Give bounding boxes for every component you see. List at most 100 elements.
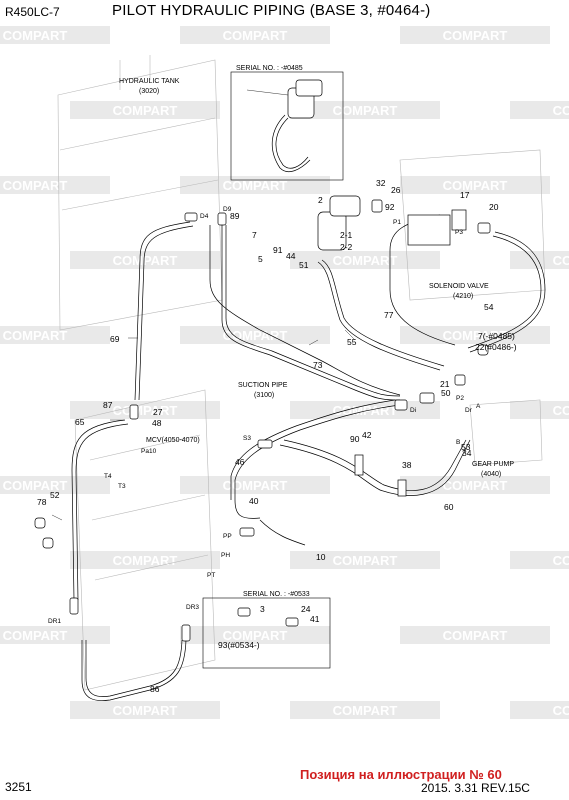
watermark-text: COMPART — [113, 553, 178, 568]
watermark-band — [400, 26, 550, 44]
port-label: B — [456, 439, 460, 446]
watermark-text: COMPART — [553, 253, 569, 268]
callout: 73 — [313, 360, 323, 370]
port-label: A — [476, 403, 481, 410]
callout: 2-1 — [340, 230, 353, 240]
port-label: DR3 — [186, 604, 199, 611]
watermark-band — [70, 401, 220, 419]
caption-solenoid-valve-ref: (4210) — [453, 293, 473, 300]
callout: 87 — [103, 400, 113, 410]
watermark-band — [290, 701, 440, 719]
callout: 92 — [385, 202, 395, 212]
callout: 77 — [384, 310, 394, 320]
callout: 17 — [460, 190, 470, 200]
serial-box-bottom — [202, 597, 331, 669]
watermark-text: COMPART — [553, 553, 569, 568]
callout: 91 — [273, 245, 283, 255]
caption-suction-pipe-ref: (3100) — [254, 392, 274, 399]
watermark-text: COMPART — [443, 478, 508, 493]
watermark-band — [400, 176, 550, 194]
watermark-band — [290, 551, 440, 569]
port-label: P2 — [456, 395, 464, 402]
watermark-text: COMPART — [3, 328, 68, 343]
callout: 54 — [484, 302, 494, 312]
watermark-band — [180, 326, 330, 344]
callout: 2 — [318, 195, 323, 205]
callout: 89 — [230, 211, 240, 221]
watermark-text: COMPART — [553, 103, 569, 118]
callout: 10 — [316, 552, 326, 562]
watermark-band — [0, 476, 110, 494]
callout: 90 — [350, 434, 360, 444]
callout: 78 — [37, 497, 47, 507]
caption-serial-top: SERIAL NO. : -#0485 — [236, 65, 303, 72]
callout: 34 — [462, 448, 472, 458]
watermark-text: COMPART — [443, 178, 508, 193]
port-label: Dr — [465, 407, 473, 414]
watermark-text: COMPART — [333, 103, 398, 118]
note-item-93: 93(#0534-) — [218, 640, 260, 650]
callout: 5 — [258, 254, 263, 264]
watermark-text: COMPART — [223, 28, 288, 43]
machine-outline — [57, 55, 546, 691]
callout: 41 — [310, 614, 320, 624]
callout: 53 — [461, 442, 471, 452]
note-item-22: 22(#0486-) — [475, 342, 517, 352]
watermark-text: COMPART — [113, 403, 178, 418]
callout: 65 — [75, 417, 85, 427]
watermark-band — [180, 26, 330, 44]
watermark-text: COMPART — [113, 253, 178, 268]
callout: 26 — [391, 185, 401, 195]
caption-gear-pump-ref: (4040) — [481, 471, 501, 478]
port-label: T3 — [118, 483, 126, 490]
callout: 86 — [150, 684, 160, 694]
watermark-text: COMPART — [113, 103, 178, 118]
serial-box-top — [230, 71, 344, 181]
watermark-band — [400, 476, 550, 494]
callout: 7 — [252, 230, 257, 240]
callout: 40 — [249, 496, 259, 506]
watermark-text: COMPART — [553, 403, 569, 418]
watermark-band — [0, 326, 110, 344]
watermark-band — [510, 551, 569, 569]
callout: 38 — [402, 460, 412, 470]
caption-suction-pipe: SUCTION PIPE — [238, 382, 288, 389]
watermark-band — [70, 101, 220, 119]
watermark-text: COMPART — [333, 253, 398, 268]
callouts: 2 2-1 2-2 3 5 7 10 17 20 21 24 26 27 32 … — [37, 178, 499, 694]
port-label: PH — [221, 552, 230, 559]
hoses — [71, 114, 546, 701]
watermark-text: COMPART — [333, 703, 398, 718]
watermark-band — [510, 701, 569, 719]
caption-hydraulic-tank-ref: (3020) — [139, 88, 159, 95]
caption-serial-bottom: SERIAL NO. : -#0533 — [243, 591, 310, 598]
watermark-text: COMPART — [223, 478, 288, 493]
port-label: S3 — [243, 435, 251, 442]
model-code: R450LC-7 — [5, 5, 60, 19]
watermark-text: COMPART — [223, 628, 288, 643]
callout: 44 — [286, 251, 296, 261]
port-label: P3 — [455, 229, 463, 236]
watermark-band — [70, 551, 220, 569]
watermark-band — [70, 701, 220, 719]
caption-hydraulic-tank: HYDRAULIC TANK — [119, 78, 180, 85]
port-label: Di — [410, 407, 416, 414]
watermark-text: COMPART — [3, 478, 68, 493]
port-label: P1 — [393, 219, 401, 226]
callout: 52 — [50, 490, 60, 500]
watermark-text: COMPART — [223, 328, 288, 343]
watermark-band — [0, 176, 110, 194]
watermark-text: COMPART — [443, 628, 508, 643]
watermark-layer: COMPART COMPART COMPART COMPART COMPART COMPA… — [0, 26, 569, 719]
note-item-7: 7(-#0485) — [478, 331, 515, 341]
port-label: D4 — [200, 213, 209, 220]
port-label: DR1 — [48, 618, 61, 625]
watermark-text: COMPART — [443, 28, 508, 43]
watermark-band — [510, 401, 569, 419]
leader-lines — [51, 89, 356, 521]
callout: 69 — [110, 334, 120, 344]
watermark-text: COMPART — [3, 28, 68, 43]
watermark-band — [290, 251, 440, 269]
callout: 32 — [376, 178, 386, 188]
